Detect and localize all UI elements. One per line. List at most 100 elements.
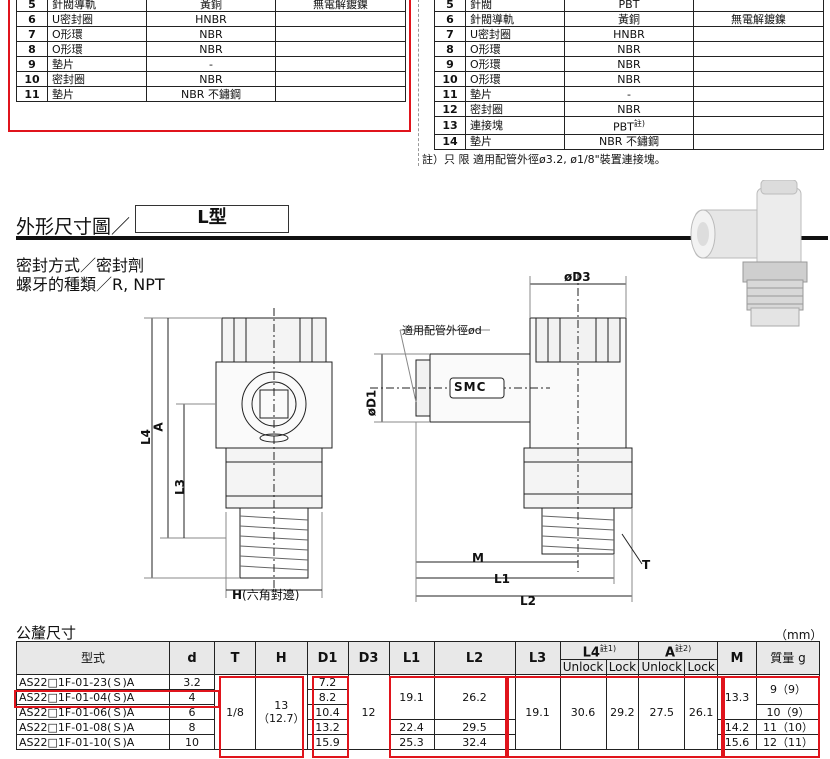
hdr-L2: L2 xyxy=(433,640,516,676)
highlight-L1-L2 xyxy=(389,676,507,758)
part-note xyxy=(693,71,824,87)
highlight-T-H xyxy=(219,676,304,758)
cell-L3: 19.1 xyxy=(514,674,561,751)
part-material: - xyxy=(564,86,694,102)
cell-L2: 32.4 xyxy=(433,734,516,751)
highlight-L3-A xyxy=(507,676,723,758)
part-name: O形環 xyxy=(47,26,147,42)
smc-logo-text: SMC xyxy=(454,380,487,394)
cell-mass: 9（9） xyxy=(756,674,820,706)
part-material: NBR 不鏽鋼 xyxy=(146,86,276,102)
hdr-D1: D1 xyxy=(306,640,349,676)
cell-L2: 26.2 xyxy=(433,674,516,721)
hdr-model: 型式 xyxy=(16,640,170,676)
hdr-L1: L1 xyxy=(388,640,435,676)
part-material-sup: 註) xyxy=(633,119,646,128)
cell-H-alt: （12.7） xyxy=(258,712,305,726)
cell-mass: 11（10） xyxy=(756,719,820,736)
part-note xyxy=(693,26,824,42)
hdr-D3: D3 xyxy=(347,640,390,676)
part-name: 針閥導軌 xyxy=(465,11,565,27)
dims-title: 公釐尺寸 xyxy=(16,624,77,642)
part-no: 7 xyxy=(434,26,466,42)
part-name: 針閥 xyxy=(465,0,565,12)
cell-H: 13（12.7） xyxy=(255,674,308,751)
part-no: 14 xyxy=(434,133,466,150)
dim-M: M xyxy=(472,551,484,565)
dim-H-letter: H xyxy=(232,588,243,602)
part-material: PBT xyxy=(564,0,694,12)
front-view-drawing xyxy=(144,308,333,598)
side-view-drawing xyxy=(370,272,643,602)
dim-D3: øD3 xyxy=(564,270,591,284)
part-note xyxy=(693,41,824,57)
highlight-row-04 xyxy=(14,690,220,708)
hdr-L4-lock: Lock xyxy=(605,659,640,676)
cell-D1: 15.9 xyxy=(306,734,349,751)
highlight-M-mass xyxy=(723,676,820,758)
cell-L1: 22.4 xyxy=(388,719,435,736)
dim-L3: L3 xyxy=(173,479,187,495)
cell-model: AS22□1F-01-10(Ｓ)A xyxy=(16,734,170,751)
part-name: O形環 xyxy=(465,71,565,87)
part-name: 墊片 xyxy=(465,86,565,102)
highlight-box-parts xyxy=(8,0,411,132)
cell-mass: 10（9） xyxy=(756,704,820,721)
cell-A-unlock: 27.5 xyxy=(638,674,686,751)
part-name: 連接塊 xyxy=(465,116,565,135)
hdr-mass: 質量 g xyxy=(756,640,820,676)
dim-T: T xyxy=(642,558,651,572)
part-material: NBR xyxy=(564,71,694,87)
hdr-M: M xyxy=(717,640,757,676)
cell-d: 3.2 xyxy=(169,674,215,691)
hdr-T: T xyxy=(214,640,256,676)
cell-H-val: 13 xyxy=(274,699,289,713)
type-label: L型 xyxy=(197,207,227,228)
part-name: 密封圈 xyxy=(465,101,565,117)
hdr-A-unlock: Unlock xyxy=(638,659,686,676)
cell-d: 10 xyxy=(169,734,215,751)
part-material: NBR 不鏽鋼 xyxy=(564,133,694,150)
part-note xyxy=(693,0,824,12)
type-label-box: L型 xyxy=(135,205,289,233)
cell-A-lock: 26.1 xyxy=(684,674,718,751)
hdr-L4-unlock: Unlock xyxy=(559,659,607,676)
hdr-L4-sup: 註1) xyxy=(599,644,617,653)
part-no: 10 xyxy=(434,71,466,87)
dims-unit: （mm） xyxy=(775,628,823,642)
table-row: AS22□1F-01-10(Ｓ)A 10 15.9 25.3 32.4 15.6… xyxy=(16,734,820,751)
cell-D3: 12 xyxy=(347,674,390,751)
pipe-label: 適用配管外徑ød xyxy=(402,324,482,337)
dim-D1: øD1 xyxy=(364,389,379,417)
part-material: 黃銅 xyxy=(564,11,694,27)
part-no: 9 xyxy=(434,56,466,72)
part-name: 密封圈 xyxy=(47,71,147,87)
part-material: HNBR xyxy=(564,26,694,42)
part-note xyxy=(693,56,824,72)
product-photo xyxy=(690,180,808,327)
cell-L4-unlock: 30.6 xyxy=(559,674,607,751)
hdr-L4-text: L4 xyxy=(582,645,600,661)
hdr-A-text: A xyxy=(664,645,676,661)
part-note xyxy=(275,86,406,102)
cell-L4-lock: 29.2 xyxy=(605,674,640,751)
cell-model: AS22□1F-01-08(Ｓ)A xyxy=(16,719,170,736)
part-note xyxy=(693,116,824,135)
cell-model: AS22□1F-01-23(Ｓ)A xyxy=(16,674,170,691)
part-note: 無電解鍍鎳 xyxy=(693,11,824,27)
part-no: 11 xyxy=(434,86,466,102)
highlight-D1 xyxy=(312,676,349,758)
